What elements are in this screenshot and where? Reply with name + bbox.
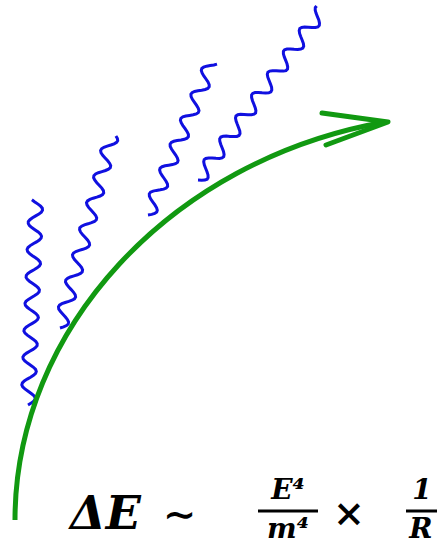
denominator: R	[409, 515, 432, 543]
fraction-bar	[406, 510, 437, 513]
fraction-bar	[258, 510, 318, 513]
times-symbol: ×	[333, 494, 365, 532]
numerator: 1	[412, 476, 431, 504]
photon-wave	[22, 200, 43, 405]
particle-trajectory	[15, 122, 385, 520]
delta-e-symbol: ΔE	[70, 490, 141, 536]
trajectory-arrowhead	[322, 113, 388, 145]
proportional-symbol: ∼	[163, 494, 197, 534]
denominator: m⁴	[267, 515, 309, 543]
photon-wave	[198, 6, 320, 180]
numerator: E⁴	[271, 476, 305, 504]
